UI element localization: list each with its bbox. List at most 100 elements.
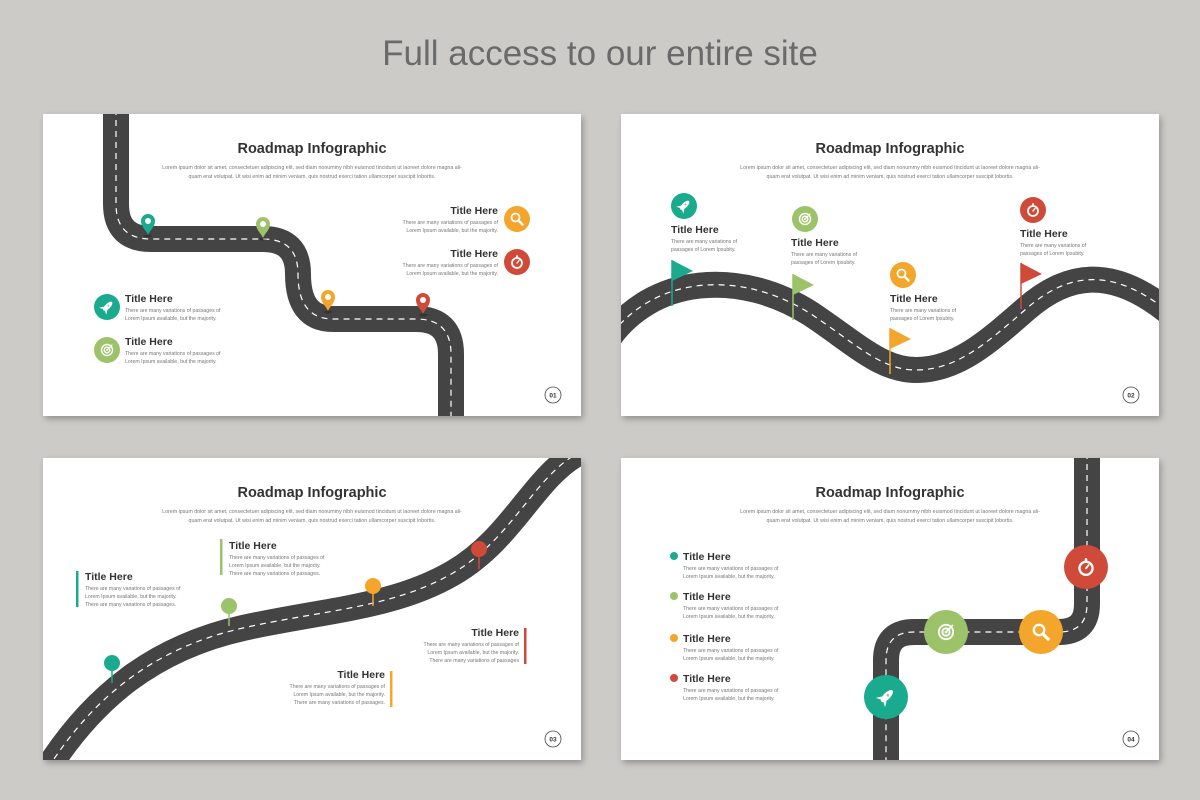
item-title: Title Here <box>85 571 133 583</box>
page-number-circle <box>1122 730 1140 748</box>
lens <box>896 268 907 279</box>
page-number: 04 <box>1127 737 1135 744</box>
item-description: Lorem Ipsum available, but the majority. <box>683 656 775 662</box>
page-number-circle <box>544 386 562 404</box>
ring <box>801 215 809 223</box>
accent-bar <box>220 539 223 575</box>
road <box>43 458 581 760</box>
item-description: There are many variations of passages of <box>403 220 499 226</box>
hand <box>1085 564 1090 570</box>
marker-dot <box>471 541 487 557</box>
pin-shadow <box>144 234 152 238</box>
fins <box>99 306 108 315</box>
item-description: Lorem Ipsum available, but the majority. <box>229 563 321 569</box>
item-description: Lorem Ipsum available, but the majority. <box>406 228 498 234</box>
item-description: Lorem Ipsum available, but the majority. <box>683 696 775 702</box>
bullet-dot <box>670 674 678 682</box>
slide-paragraph-line: quam erat volutpat. Ut wisi enim ad mini… <box>189 518 436 524</box>
item-description: There are many variations of passages. <box>294 700 385 706</box>
slide-paragraph-line: Lorem ipsum dolor sit amet, consectetuer… <box>162 165 462 171</box>
slide-paragraph-line: quam erat volutpat. Ut wisi enim ad mini… <box>189 174 436 180</box>
slide-title: Roadmap Infographic <box>815 485 964 501</box>
item-description: passages of Lorem Ipsubity. <box>791 260 856 266</box>
window <box>886 693 890 697</box>
bullet-dot <box>670 552 678 560</box>
icon-badge <box>890 262 916 288</box>
handle <box>517 219 524 226</box>
slide-paragraph-line: quam erat volutpat. Ut wisi enim ad mini… <box>767 518 1014 524</box>
item-title: Title Here <box>337 669 385 681</box>
rocket-body <box>676 200 690 214</box>
page-heading: Full access to our entire site <box>382 34 818 73</box>
handle <box>903 275 910 282</box>
item-description: There are many variations of passages of <box>424 642 520 648</box>
item-title: Title Here <box>229 540 277 552</box>
bullet-dot <box>670 592 678 600</box>
arrow <box>804 213 811 220</box>
item-description: Lorem Ipsum available, but the majority. <box>125 359 217 365</box>
stopwatch-icon <box>1078 557 1094 577</box>
slide-paragraph-line: quam erat volutpat. Ut wisi enim ad mini… <box>767 174 1014 180</box>
page-number: 03 <box>549 737 557 744</box>
item-description: There are many variations of passages of <box>403 263 499 269</box>
accent-bar <box>76 571 79 607</box>
accent-bar <box>390 671 393 707</box>
marker-dot <box>104 655 120 671</box>
item-description: There are many variations of passages of <box>229 555 325 561</box>
bullet-dot <box>670 634 678 642</box>
road <box>103 114 464 416</box>
marker-dot <box>365 578 381 594</box>
pin-shadow <box>324 310 332 314</box>
road <box>873 458 1100 760</box>
slide-title: Roadmap Infographic <box>815 141 964 157</box>
item-description: Lorem Ipsum available, but the majority. <box>293 692 385 698</box>
arrow <box>106 344 113 351</box>
slide-title: Roadmap Infographic <box>237 485 386 501</box>
road-center-line <box>52 458 572 760</box>
handle <box>1041 632 1050 641</box>
ring <box>798 212 812 226</box>
item-description: There are many variations of passages of <box>683 566 779 572</box>
item-description: There are many variations of passages <box>429 658 519 664</box>
road-center-line <box>621 279 1159 371</box>
ring <box>937 623 955 641</box>
arrow <box>945 624 954 633</box>
pin-hole <box>420 297 426 303</box>
item-description: Lorem Ipsum available, but the majority. <box>427 650 519 656</box>
map-pin-icon <box>141 213 155 235</box>
rocket-icon <box>676 200 690 214</box>
road-center-line <box>885 458 1088 760</box>
marker-dot <box>221 598 237 614</box>
pin-shadow <box>259 237 267 241</box>
fins <box>875 696 887 708</box>
page-number-circle <box>544 730 562 748</box>
item-title: Title Here <box>683 551 731 563</box>
road-center-line <box>115 114 452 416</box>
item-description: There are many variations of passages. <box>85 602 176 608</box>
item-title: Title Here <box>683 633 731 645</box>
window <box>107 304 110 307</box>
search-icon <box>510 212 524 226</box>
target-icon <box>937 623 955 641</box>
item-description: There are many variations of passages. <box>229 571 320 577</box>
hull <box>103 301 113 311</box>
item-description: Lorem Ipsum available, but the majority. <box>683 614 775 620</box>
slide-paragraph-line: Lorem ipsum dolor sit amet, consectetuer… <box>740 165 1040 171</box>
pin-hole <box>325 294 331 300</box>
item-title: Title Here <box>471 627 519 639</box>
hull <box>880 690 893 703</box>
item-title: Title Here <box>671 224 719 236</box>
slide-paragraph-line: Lorem ipsum dolor sit amet, consectetuer… <box>740 509 1040 515</box>
rocket-icon <box>99 301 113 315</box>
